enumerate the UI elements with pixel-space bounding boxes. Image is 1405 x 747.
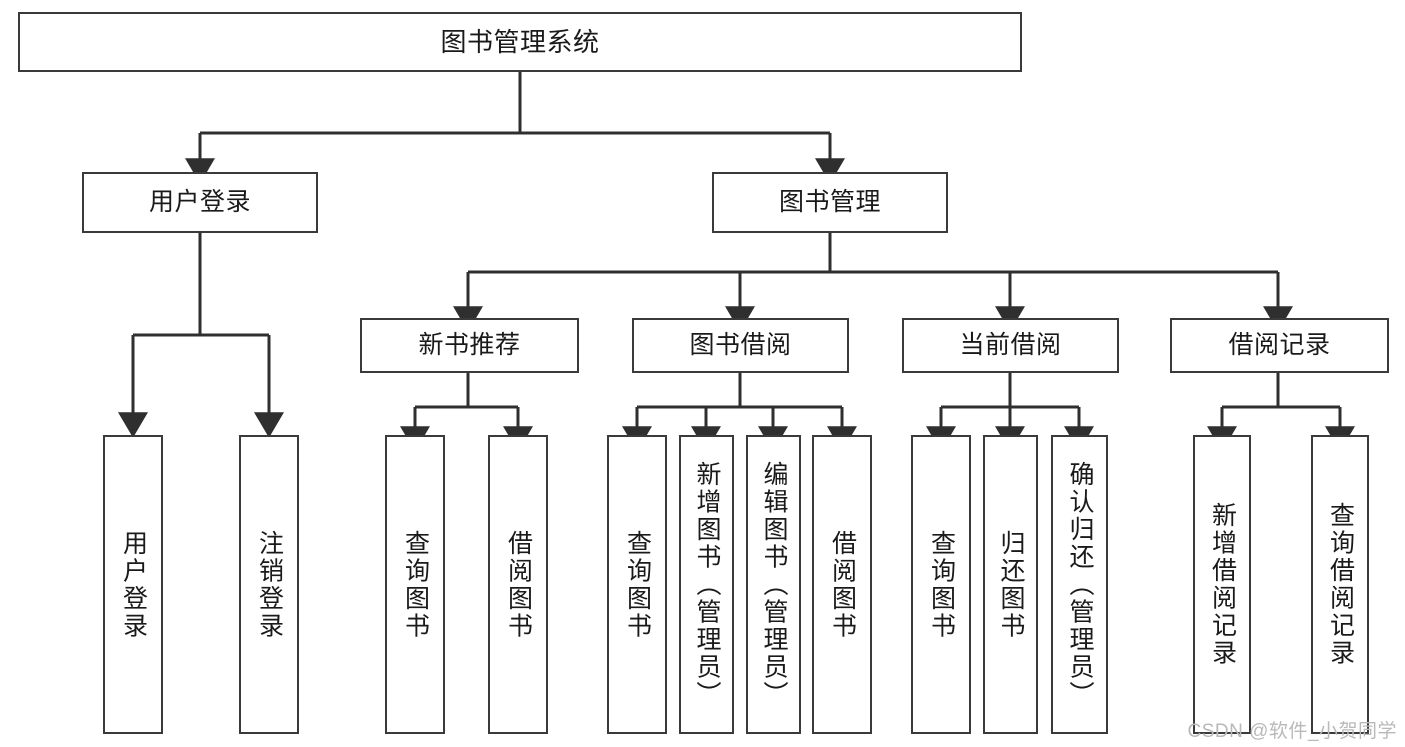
- node-leaf-add-book[interactable]: 新增图书（管理员）: [679, 435, 734, 734]
- node-leaf-query-record[interactable]: 查询借阅记录: [1311, 435, 1369, 734]
- node-new-book-rec-label: 新书推荐: [418, 330, 521, 359]
- node-leaf-user-login-label: 用户登录: [119, 529, 148, 640]
- node-current-borrow[interactable]: 当前借阅: [902, 318, 1119, 373]
- node-leaf-query-book-3[interactable]: 查询图书: [911, 435, 971, 734]
- node-user-login[interactable]: 用户登录: [82, 172, 318, 233]
- node-book-manage-label: 图书管理: [778, 187, 881, 216]
- csdn-watermark: CSDN @软件_小贺同学: [1187, 721, 1397, 742]
- node-root-label: 图书管理系统: [440, 26, 600, 57]
- node-leaf-query-book-1[interactable]: 查询图书: [385, 435, 445, 734]
- node-leaf-return-book-label: 归还图书: [997, 529, 1025, 640]
- node-leaf-user-login[interactable]: 用户登录: [103, 435, 163, 734]
- node-leaf-borrow-book-2[interactable]: 借阅图书: [812, 435, 872, 734]
- node-leaf-add-book-label: 新增图书（管理员）: [693, 460, 721, 709]
- node-book-borrow-label: 图书借阅: [689, 330, 792, 359]
- node-user-login-label: 用户登录: [148, 187, 251, 216]
- node-leaf-edit-book[interactable]: 编辑图书（管理员）: [746, 435, 801, 734]
- node-leaf-borrow-book-1-label: 借阅图书: [504, 529, 533, 640]
- node-root[interactable]: 图书管理系统: [18, 12, 1022, 72]
- node-leaf-query-book-3-label: 查询图书: [927, 529, 956, 640]
- node-leaf-add-record[interactable]: 新增借阅记录: [1193, 435, 1251, 734]
- node-leaf-logout-login-label: 注销登录: [255, 529, 284, 640]
- node-borrow-record[interactable]: 借阅记录: [1170, 318, 1389, 373]
- node-new-book-rec[interactable]: 新书推荐: [360, 318, 579, 373]
- node-current-borrow-label: 当前借阅: [959, 330, 1062, 359]
- node-leaf-query-book-2-label: 查询图书: [623, 529, 652, 640]
- node-leaf-confirm-return-label: 确认归还（管理员）: [1066, 460, 1094, 709]
- node-leaf-add-record-label: 新增借阅记录: [1208, 502, 1237, 667]
- node-leaf-borrow-book-1[interactable]: 借阅图书: [488, 435, 548, 734]
- node-leaf-borrow-book-2-label: 借阅图书: [828, 529, 857, 640]
- node-leaf-query-book-2[interactable]: 查询图书: [607, 435, 667, 734]
- node-leaf-query-book-1-label: 查询图书: [401, 529, 430, 640]
- node-leaf-logout-login[interactable]: 注销登录: [239, 435, 299, 734]
- node-borrow-record-label: 借阅记录: [1228, 330, 1331, 359]
- node-book-borrow[interactable]: 图书借阅: [632, 318, 849, 373]
- node-leaf-confirm-return[interactable]: 确认归还（管理员）: [1051, 435, 1108, 734]
- node-leaf-return-book[interactable]: 归还图书: [983, 435, 1038, 734]
- node-book-manage[interactable]: 图书管理: [712, 172, 948, 233]
- node-leaf-edit-book-label: 编辑图书（管理员）: [760, 460, 788, 709]
- node-leaf-query-record-label: 查询借阅记录: [1326, 502, 1355, 667]
